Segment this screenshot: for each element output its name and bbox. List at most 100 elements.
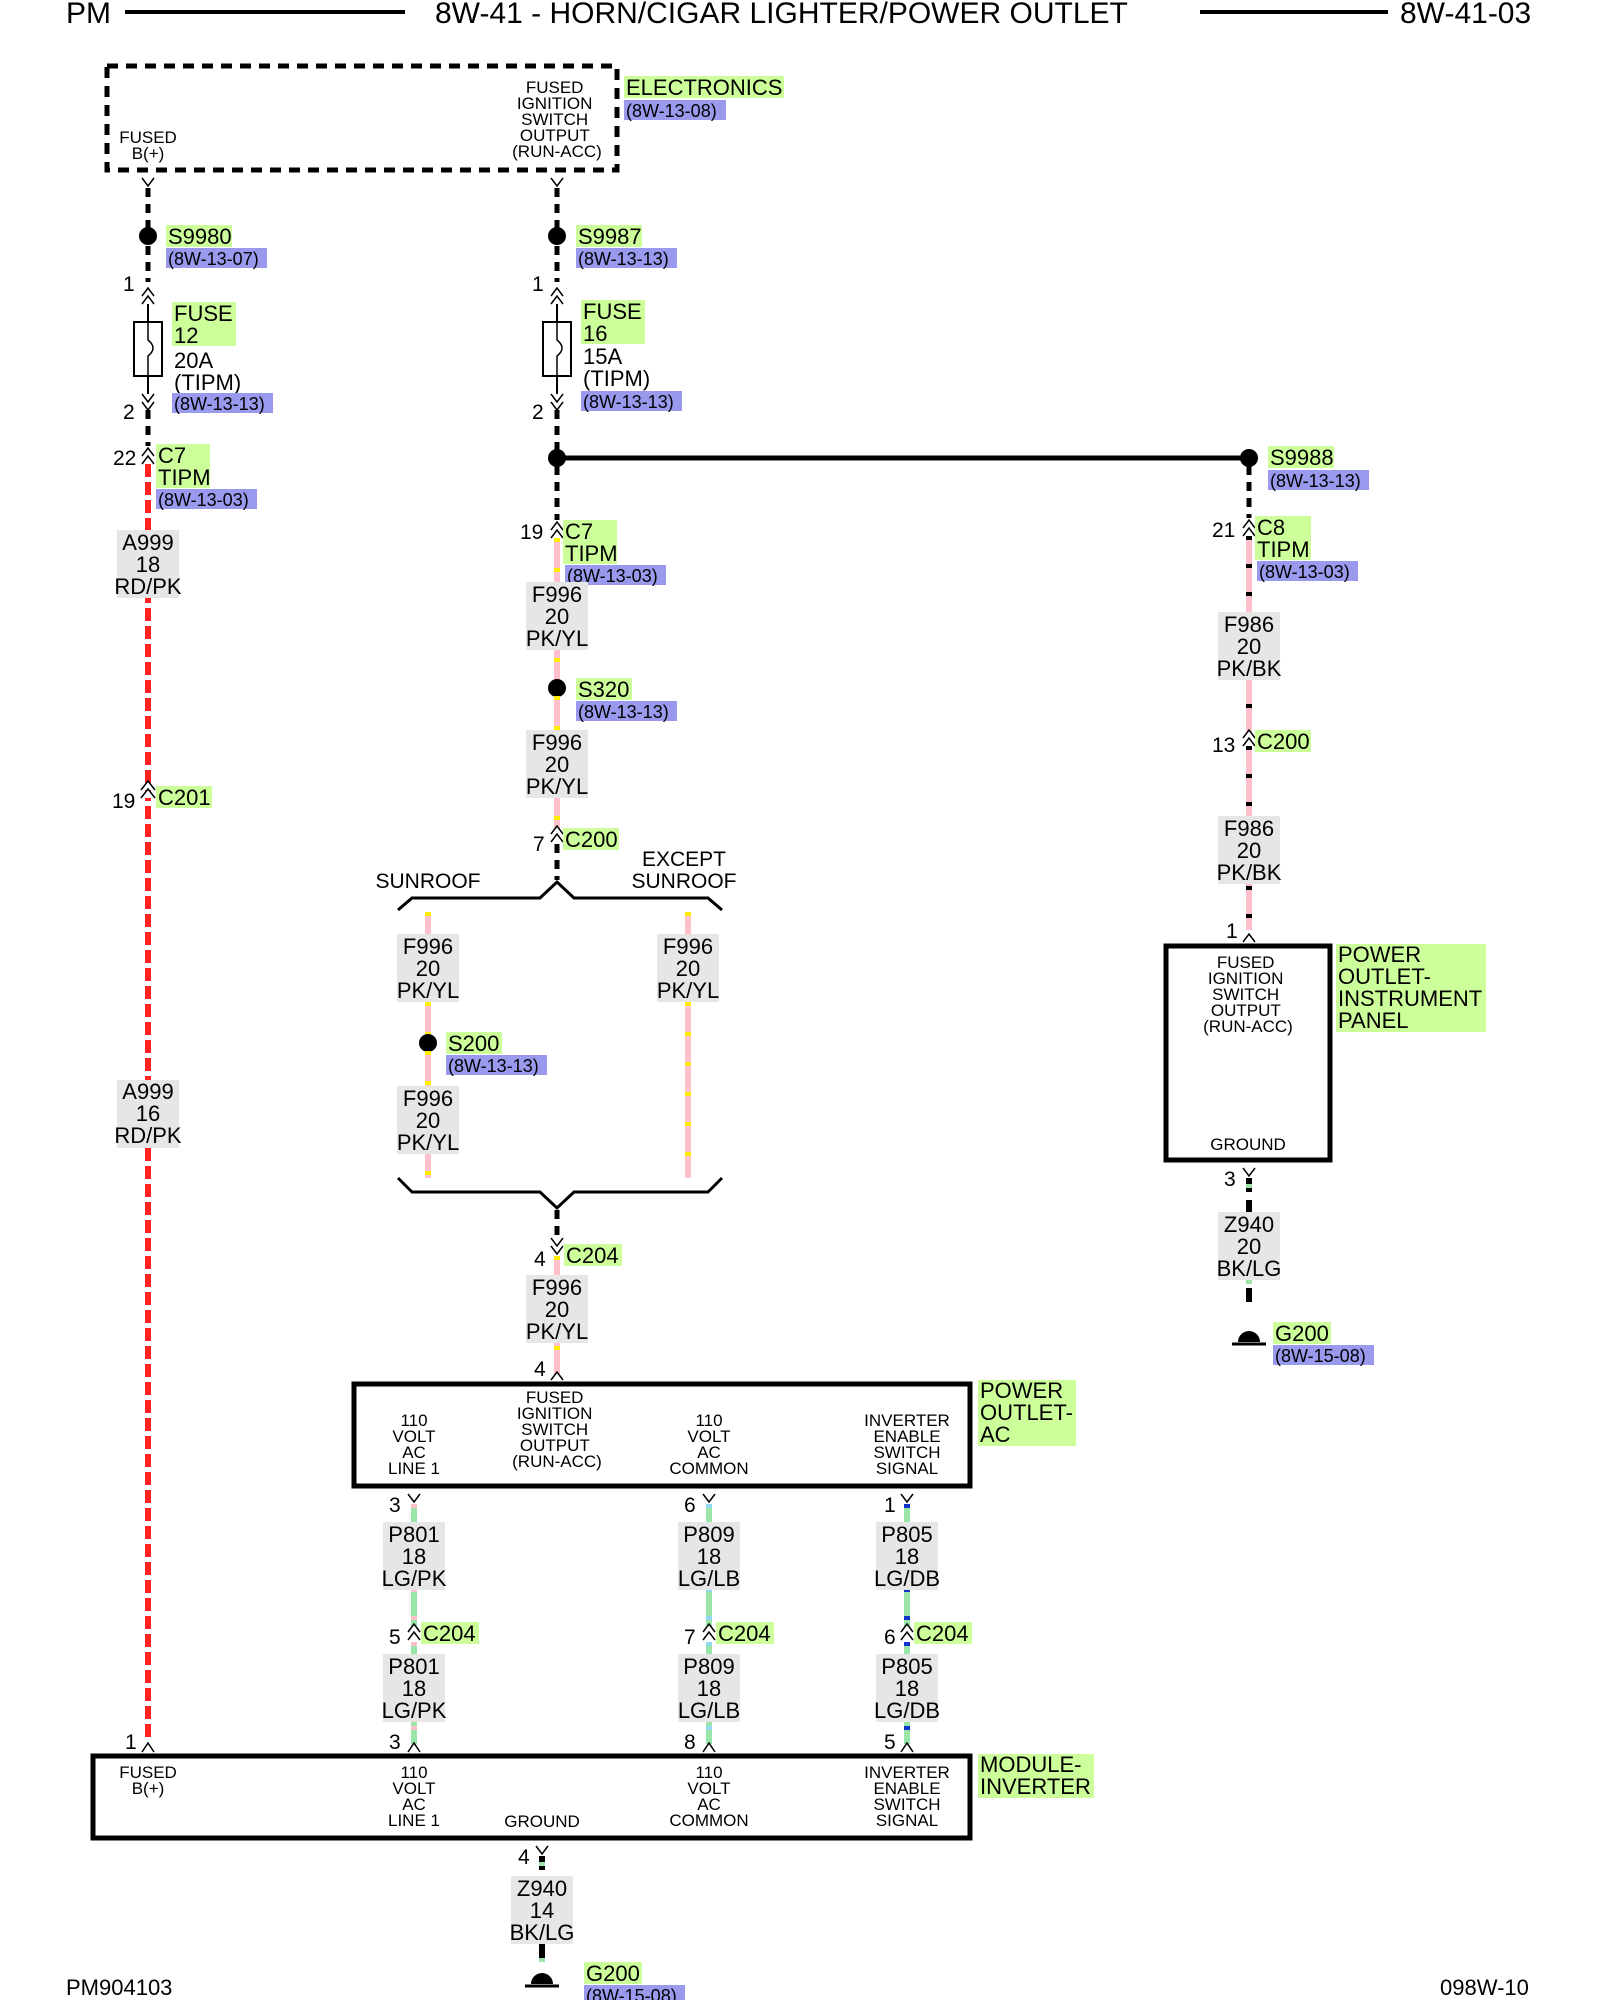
fuse12-location: (TIPM) [174, 370, 241, 395]
outlet-ip-box [1163, 943, 1333, 1163]
fuse12-pin-bottom: 2 [123, 401, 135, 424]
branch-brace-bottom [396, 1176, 724, 1211]
c7-left-pin: 22 [113, 447, 136, 470]
wire-p801-b-color: LG/PK [382, 1698, 447, 1723]
wire-a999-18-gauge: 18 [136, 552, 160, 577]
c7-mid-name-1: C7 [565, 519, 593, 544]
module-line1-3: AC [402, 1795, 426, 1814]
module-enable-2: ENABLE [873, 1779, 940, 1798]
wire-p801-b-gauge: 18 [402, 1676, 426, 1701]
wire-a999-18-id: A999 [122, 530, 173, 555]
splice-s9987-ref: (8W-13-13) [578, 249, 669, 269]
splice-s9987-name: S9987 [578, 224, 642, 249]
electronics-name: ELECTRONICS [626, 75, 782, 100]
outlet-ip-pin-2: IGNITION [1208, 969, 1284, 988]
fuse16-pin-top: 1 [532, 273, 544, 296]
c200-right-pin: 13 [1212, 734, 1235, 757]
c200-mid-name: C200 [565, 827, 618, 852]
fuse16-label-2: 16 [583, 321, 607, 346]
ground-g200-right-ref: (8W-15-08) [1275, 1346, 1366, 1366]
fuse12-ref: (8W-13-13) [174, 394, 265, 414]
wire-p805-b-gauge: 18 [895, 1676, 919, 1701]
outlet-ip-pin-bottom-num: 3 [1224, 1168, 1236, 1191]
wire-f996-e-color: PK/YL [657, 978, 719, 1003]
wire-f986-a-color: PK/BK [1217, 656, 1282, 681]
outlet-ac-enable-3: SWITCH [873, 1443, 940, 1462]
wire-f986-a-id: F986 [1224, 612, 1274, 637]
electronics-pin-ign-2: IGNITION [517, 94, 593, 113]
outlet-ac-enable-2: ENABLE [873, 1427, 940, 1446]
outlet-ip-pin-5: (RUN-ACC) [1203, 1017, 1293, 1036]
ground-g200-bottom-ref: (8W-15-08) [586, 1986, 677, 2000]
module-name-2: INVERTER [980, 1774, 1091, 1799]
module-enable-1: INVERTER [864, 1763, 950, 1782]
wire-f986-b-id: F986 [1224, 816, 1274, 841]
wire-f996-a-gauge: 20 [545, 604, 569, 629]
fuse16-pin-bottom: 2 [532, 401, 544, 424]
electronics-ref: (8W-13-08) [626, 101, 717, 121]
module-pin-fused-2: B(+) [132, 1779, 165, 1798]
c7-mid-ref: (8W-13-03) [567, 566, 658, 586]
fuse16-label-1: FUSE [583, 299, 642, 324]
c200-right-name: C200 [1257, 729, 1310, 754]
outlet-ac-line1-4: LINE 1 [388, 1459, 440, 1478]
module-pin-fused-num: 1 [125, 1731, 137, 1754]
svg-text:FUSED IGNITION SWI: FUSED IGNITION SWITCH OUTPUT (RUN-ACC) [1203, 953, 1293, 1036]
c204-mid-name: C204 [566, 1243, 619, 1268]
svg-text:20A(TIPM): 20A(TIPM) [174, 348, 241, 395]
module-pin-line1-num: 3 [389, 1731, 401, 1754]
splice-s200-dot [419, 1034, 437, 1052]
page-header: PM 8W-41 - HORN/CIGAR LIGHTER/POWER OUTL… [66, 0, 1531, 30]
c204-mid-pin: 4 [534, 1248, 546, 1271]
outlet-ac-pin-line1-num: 3 [389, 1494, 401, 1517]
c201-pin: 19 [112, 790, 135, 813]
c8-right-pin: 21 [1212, 519, 1235, 542]
splice-s9988-dot [1240, 449, 1258, 467]
electronics-pin-ign-5: (RUN-ACC) [512, 142, 602, 161]
outlet-ac-pin-in-4: OUTPUT [520, 1436, 590, 1455]
wire-f996-c-color: PK/YL [397, 978, 459, 1003]
outlet-ac-enable-4: SIGNAL [876, 1459, 938, 1478]
ground-g200-bottom-name: G200 [586, 1961, 640, 1986]
splice-s200-ref: (8W-13-13) [448, 1056, 539, 1076]
outlet-ip-name-4: PANEL [1338, 1008, 1409, 1033]
fuse12-label-1: FUSE [174, 301, 233, 326]
outlet-ac-pin-in-5: (RUN-ACC) [512, 1452, 602, 1471]
outlet-ac-line1-1: 110 [400, 1411, 427, 1430]
wire-f996-d-color: PK/YL [397, 1130, 459, 1155]
outlet-ip-name-1: POWER [1338, 942, 1421, 967]
splice-s9980-ref: (8W-13-07) [168, 249, 259, 269]
svg-text:MODULE-INVERTER: MODULE-INVERTER [980, 1752, 1091, 1799]
wire-a999-18-color: RD/PK [114, 574, 182, 599]
module-pin-ground-num: 4 [518, 1846, 530, 1869]
ground-g200-right-name: G200 [1275, 1321, 1329, 1346]
svg-text:FUSED IGNITION SWI: FUSED IGNITION SWITCH OUTPUT (RUN-ACC) [512, 78, 602, 161]
svg-text:FUSED IGNITION SWI: FUSED IGNITION SWITCH OUTPUT (RUN-ACC) [512, 1388, 602, 1471]
electronics-pin-fused-1: FUSED [119, 128, 177, 147]
c7-mid-name-2: TIPM [565, 541, 618, 566]
module-line1-2: VOLT [392, 1779, 435, 1798]
fuse12-pin-top: 1 [123, 273, 135, 296]
electronics-pin-ign-3: SWITCH [521, 110, 588, 129]
outlet-ac-common-1: 110 [695, 1411, 722, 1430]
splice-s9988-name: S9988 [1270, 445, 1334, 470]
wire-f996-c-gauge: 20 [416, 956, 440, 981]
module-pin-common-num: 8 [684, 1731, 696, 1754]
